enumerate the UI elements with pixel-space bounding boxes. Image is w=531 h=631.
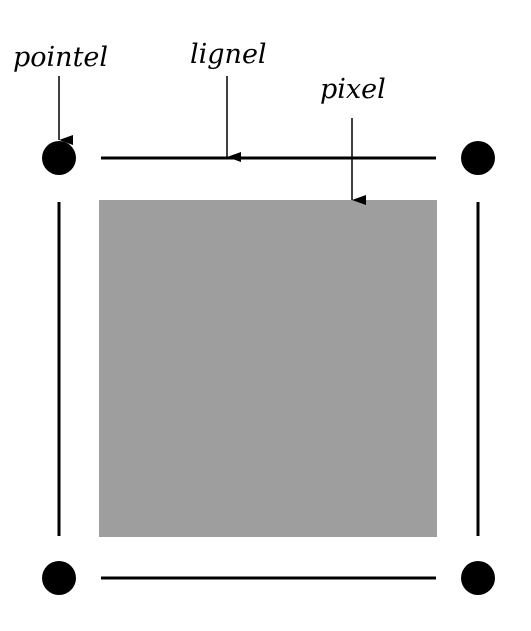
pointel-top-left bbox=[42, 141, 76, 175]
pointel-label: pointel bbox=[13, 42, 108, 73]
lignel-label: lignel bbox=[190, 39, 267, 70]
pixel-square bbox=[99, 200, 437, 537]
pixel-label: pixel bbox=[320, 74, 386, 105]
pointel-bottom-right bbox=[461, 561, 495, 595]
pointel-top-right bbox=[461, 141, 495, 175]
pointel-bottom-left bbox=[42, 561, 76, 595]
